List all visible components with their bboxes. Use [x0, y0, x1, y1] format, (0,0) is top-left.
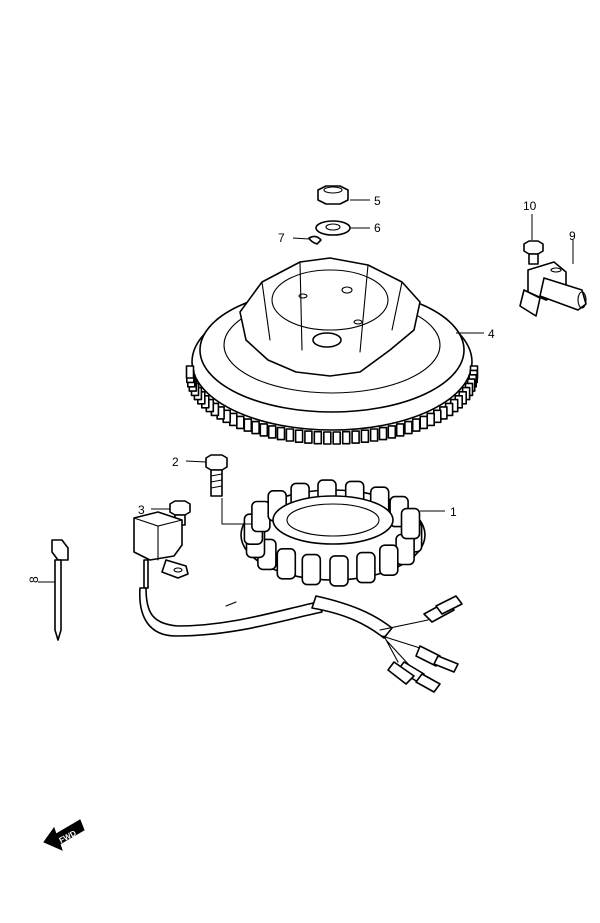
callout-2: 2: [172, 455, 179, 469]
stator-coil: [251, 500, 271, 533]
stator-coil: [356, 551, 376, 584]
part-5-nut[interactable]: [317, 185, 349, 205]
flywheel-tooth: [267, 425, 277, 439]
flywheel-tooth: [387, 425, 397, 439]
fwd-arrow-icon: FWD: [43, 819, 85, 851]
callout-9: 9: [569, 229, 576, 243]
part-7-key[interactable]: [308, 235, 322, 245]
part-6-washer[interactable]: [315, 220, 351, 236]
part-10-screw[interactable]: [523, 240, 544, 265]
part-9-sensor[interactable]: [519, 261, 587, 317]
flywheel-tooth: [411, 418, 421, 432]
stator-coil: [400, 507, 421, 540]
flywheel-tooth: [351, 430, 360, 444]
part-1-stator[interactable]: [240, 479, 426, 587]
callout-10: 10: [523, 199, 537, 213]
pulser-coil-harness[interactable]: [133, 511, 463, 693]
flywheel-tooth: [243, 418, 253, 432]
flywheel-tooth: [360, 429, 370, 444]
flywheel-tooth: [322, 431, 332, 445]
flywheel-tooth: [236, 415, 245, 430]
part-2-bolt[interactable]: [205, 454, 228, 497]
flywheel-tooth: [419, 415, 429, 430]
flywheel-tooth: [294, 429, 304, 444]
callout-4: 4: [488, 327, 495, 341]
flywheel-tooth: [259, 423, 269, 437]
flywheel-tooth: [341, 430, 351, 445]
part-8-cable-tie[interactable]: [51, 539, 69, 641]
callout-5: 5: [374, 194, 381, 208]
callout-3: 3: [138, 503, 145, 517]
callout-1: 1: [450, 505, 457, 519]
flywheel-tooth: [404, 420, 413, 435]
flywheel-tooth: [285, 428, 295, 442]
stator-coil: [329, 555, 349, 587]
flywheel-tooth: [332, 431, 342, 445]
flywheel-tooth: [251, 420, 260, 435]
part-4-flywheel[interactable]: [185, 257, 479, 445]
stator-coil: [301, 553, 322, 586]
stator-coil: [378, 544, 399, 577]
flywheel-tooth: [304, 430, 313, 444]
callout-8: 8: [27, 576, 41, 583]
flywheel-tooth: [378, 426, 388, 441]
callout-6: 6: [374, 221, 381, 235]
flywheel-tooth: [395, 423, 405, 437]
callout-7: 7: [278, 231, 285, 245]
leader-lines: [38, 199, 574, 583]
stator-coil: [276, 547, 297, 580]
flywheel-tooth: [276, 426, 286, 441]
flywheel-tooth: [185, 365, 195, 379]
flywheel-tooth: [369, 428, 379, 442]
flywheel-tooth: [426, 412, 436, 427]
flywheel-tooth: [313, 430, 323, 445]
